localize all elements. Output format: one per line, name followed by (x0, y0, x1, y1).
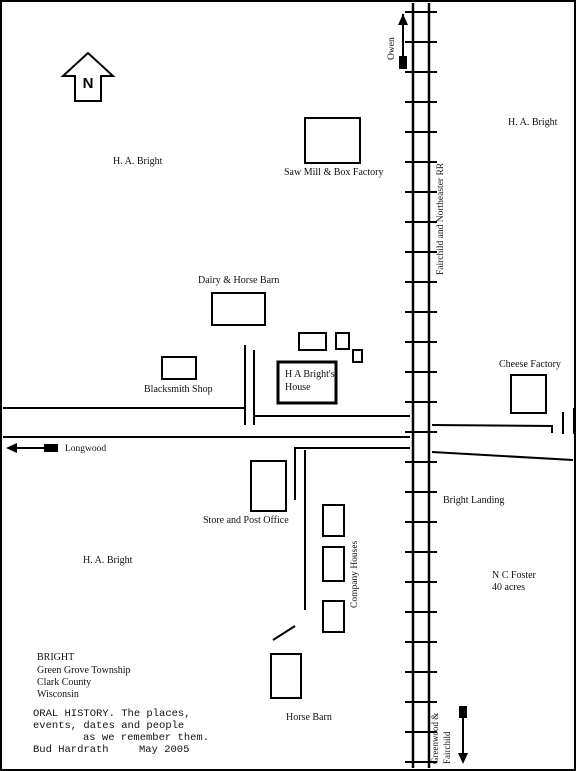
greenwood-label-2: Fairchild (442, 731, 452, 765)
bright-landing-label: Bright Landing (443, 495, 505, 506)
longwood-label: Longwood (65, 444, 107, 454)
legend-county: Clark County (37, 677, 92, 688)
dairy-barn-building (211, 292, 266, 326)
arrow-greenwood-icon (458, 706, 468, 764)
credit-line-2: events, dates and people (33, 720, 185, 732)
compass-label: N (83, 75, 94, 92)
owner-ne-label: H. A. Bright (508, 117, 558, 128)
store-label: Store and Post Office (203, 515, 289, 526)
company-houses-label: Company Houses (350, 540, 360, 608)
bright-house-label-2: House (285, 382, 311, 393)
legend-township: Green Grove Township (37, 665, 131, 676)
owner-se-label: N C Foster (492, 570, 536, 581)
arrow-owen-icon (398, 14, 408, 69)
horse-barn-label: Horse Barn (286, 712, 332, 723)
credit-line-1: ORAL HISTORY. The places, (33, 708, 191, 720)
greenwood-label-1: Greenwood & (430, 712, 440, 764)
outbuilding-3 (352, 349, 363, 363)
arrow-longwood-icon (6, 443, 58, 453)
saw-mill-building (304, 117, 361, 164)
company-house-1 (322, 504, 345, 537)
horse-barn-building (270, 653, 302, 699)
legend-state: Wisconsin (37, 689, 79, 700)
bright-house-label-1: H A Bright's (285, 369, 335, 380)
store-building (250, 460, 287, 512)
cheese-factory-label: Cheese Factory (499, 359, 561, 370)
railroad-ties (405, 11, 437, 763)
outbuilding-1 (298, 332, 327, 351)
credit-line-3: as we remember them. (83, 732, 210, 744)
cheese-factory-building (510, 374, 547, 414)
saw-mill-label: Saw Mill & Box Factory (284, 167, 384, 178)
outbuilding-2 (335, 332, 350, 350)
company-house-3 (322, 600, 345, 633)
owner-se-acres: 40 acres (492, 582, 526, 593)
side-roads (244, 345, 410, 641)
blacksmith-building (161, 356, 197, 380)
legend-title: BRIGHT (37, 652, 75, 663)
owen-label: Owen (387, 37, 397, 60)
blacksmith-label: Blacksmith Shop (144, 384, 213, 395)
north-arrow-icon (60, 51, 116, 102)
dairy-barn-label: Dairy & Horse Barn (198, 275, 280, 286)
company-house-2 (322, 546, 345, 582)
building-shapes (161, 117, 547, 699)
owner-sw-label: H. A. Bright (83, 555, 133, 566)
credit-author: Bud Hardrath (33, 744, 109, 756)
railroad-label: Fairchild and Northeaster RR (436, 162, 446, 275)
owner-nw-label: H. A. Bright (113, 156, 163, 167)
railroad-tracks (411, 3, 431, 768)
credit-date: May 2005 (139, 744, 190, 756)
bright-house-building (276, 360, 338, 405)
